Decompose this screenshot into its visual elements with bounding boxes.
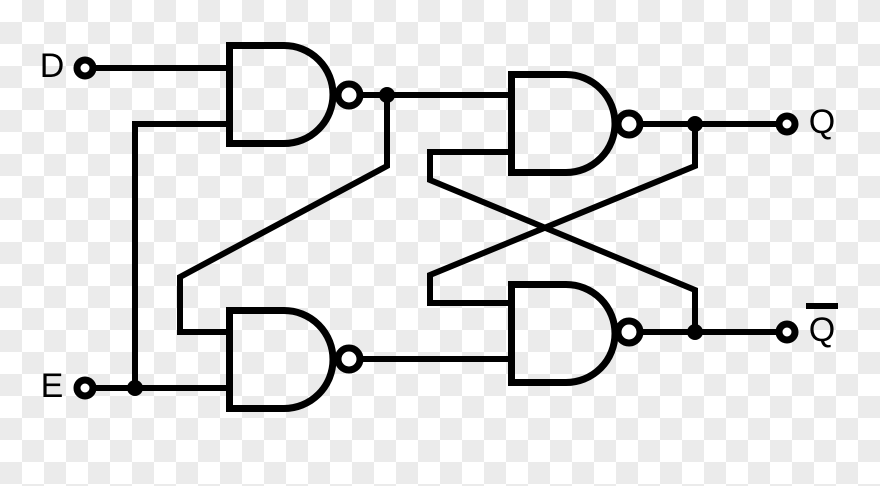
d-input-terminal[interactable] bbox=[73, 56, 97, 80]
nand-gate-2-body bbox=[508, 71, 619, 176]
nand-gate-1-body bbox=[226, 42, 337, 147]
nand-gate-1-bubble bbox=[334, 80, 364, 110]
nand-gate-4[interactable] bbox=[508, 281, 644, 386]
wire-qbar-cross-to-nand2 bbox=[427, 149, 698, 332]
nand-gate-3-bubble bbox=[334, 344, 364, 374]
nand-gate-4-body bbox=[508, 281, 619, 386]
nand-gate-2[interactable] bbox=[508, 71, 644, 176]
nand-gate-3[interactable] bbox=[226, 307, 364, 412]
qbar-node bbox=[687, 324, 703, 340]
nand-gate-3-body bbox=[226, 307, 337, 412]
junction-layer bbox=[127, 87, 703, 396]
label-q: Q bbox=[809, 103, 835, 141]
wire-q-cross-to-nand4 bbox=[427, 124, 698, 306]
nand1-output-node bbox=[379, 87, 395, 103]
wire-e-branch-up-to-nand1 bbox=[132, 121, 226, 388]
qbar-output-terminal[interactable] bbox=[775, 320, 799, 344]
e-input-node bbox=[127, 380, 143, 396]
wire-layer bbox=[93, 65, 787, 391]
e-input-terminal[interactable] bbox=[73, 376, 97, 400]
nand-gate-1[interactable] bbox=[226, 42, 364, 147]
wire-q-feedback-to-nand3 bbox=[177, 95, 390, 335]
label-e: E bbox=[41, 367, 64, 405]
q-node bbox=[687, 116, 703, 132]
nand-gate-2-bubble bbox=[614, 109, 644, 139]
label-layer: D E Q Q bbox=[40, 47, 838, 405]
nand-gate-4-bubble bbox=[614, 317, 644, 347]
label-qbar: Q bbox=[809, 311, 835, 349]
q-output-terminal[interactable] bbox=[775, 112, 799, 136]
label-d: D bbox=[40, 47, 65, 85]
terminal-layer[interactable] bbox=[73, 56, 799, 400]
